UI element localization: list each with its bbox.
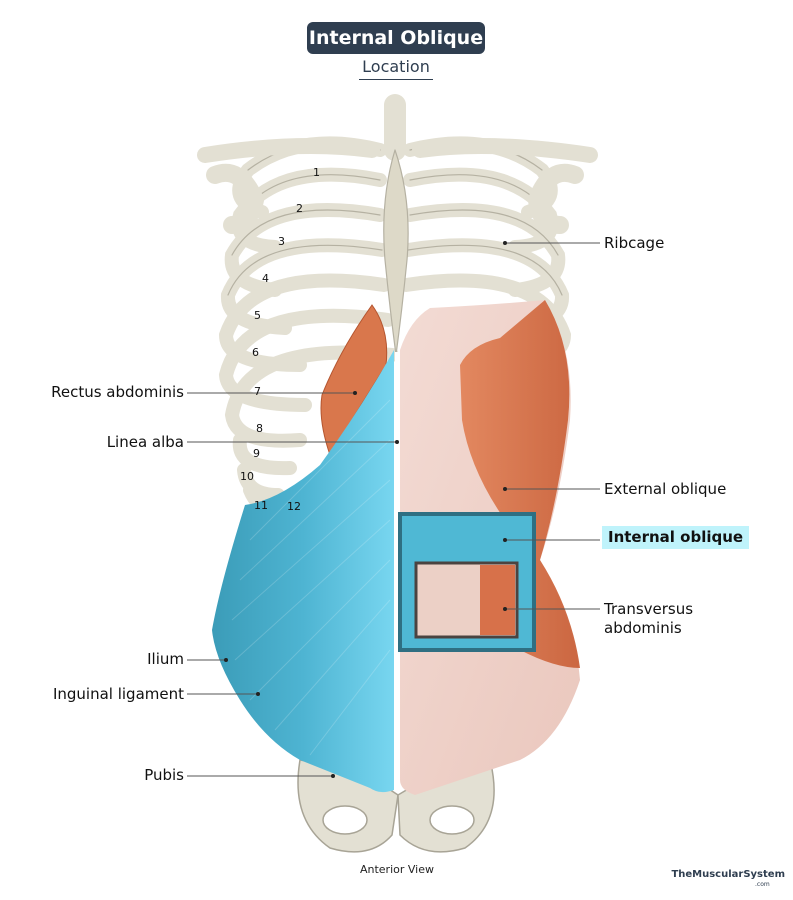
rib-number-1: 1 — [313, 166, 320, 179]
rectus-abdominis — [320, 304, 388, 457]
external-oblique — [460, 300, 580, 668]
label-ribcage: Ribcage — [604, 234, 665, 252]
rib-number-9: 9 — [253, 447, 260, 460]
brand-suffix: .com — [755, 881, 770, 888]
transversus-abdominis-muscle — [480, 565, 515, 635]
page-title: Internal Oblique — [307, 22, 485, 54]
rib-number-6: 6 — [252, 346, 259, 359]
rib-number-10: 10 — [240, 470, 254, 483]
rib-number-8: 8 — [256, 422, 263, 435]
subtitle: Location — [362, 57, 430, 76]
label-pubis: Pubis — [144, 766, 184, 784]
rib-number-7: 7 — [254, 385, 261, 398]
label-inguinal-ligament: Inguinal ligament — [52, 685, 184, 703]
internal-oblique-left — [212, 350, 394, 793]
leader-lines — [187, 242, 600, 777]
muscle-fibers — [231, 399, 391, 756]
subtitle-underline — [359, 79, 433, 80]
rib-number-3: 3 — [278, 235, 285, 248]
rib-number-4: 4 — [262, 272, 269, 285]
rib-number-2: 2 — [296, 202, 303, 215]
view-label: Anterior View — [359, 863, 434, 876]
rib-number-5: 5 — [254, 309, 261, 322]
label-internal-oblique: Internal oblique — [602, 526, 750, 549]
label-linea-alba: Linea alba — [106, 433, 184, 451]
label-external-oblique: External oblique — [604, 480, 727, 498]
brand-logo: TheMuscularSystem — [671, 869, 785, 880]
label-transversus-abdominis: Transversus abdominis — [604, 600, 694, 637]
label-rectus-abdominis: Rectus abdominis — [51, 383, 184, 401]
rib-number-11: 11 — [254, 499, 268, 512]
label-ilium: Ilium — [147, 650, 184, 668]
rib-number-12: 12 — [287, 500, 301, 513]
